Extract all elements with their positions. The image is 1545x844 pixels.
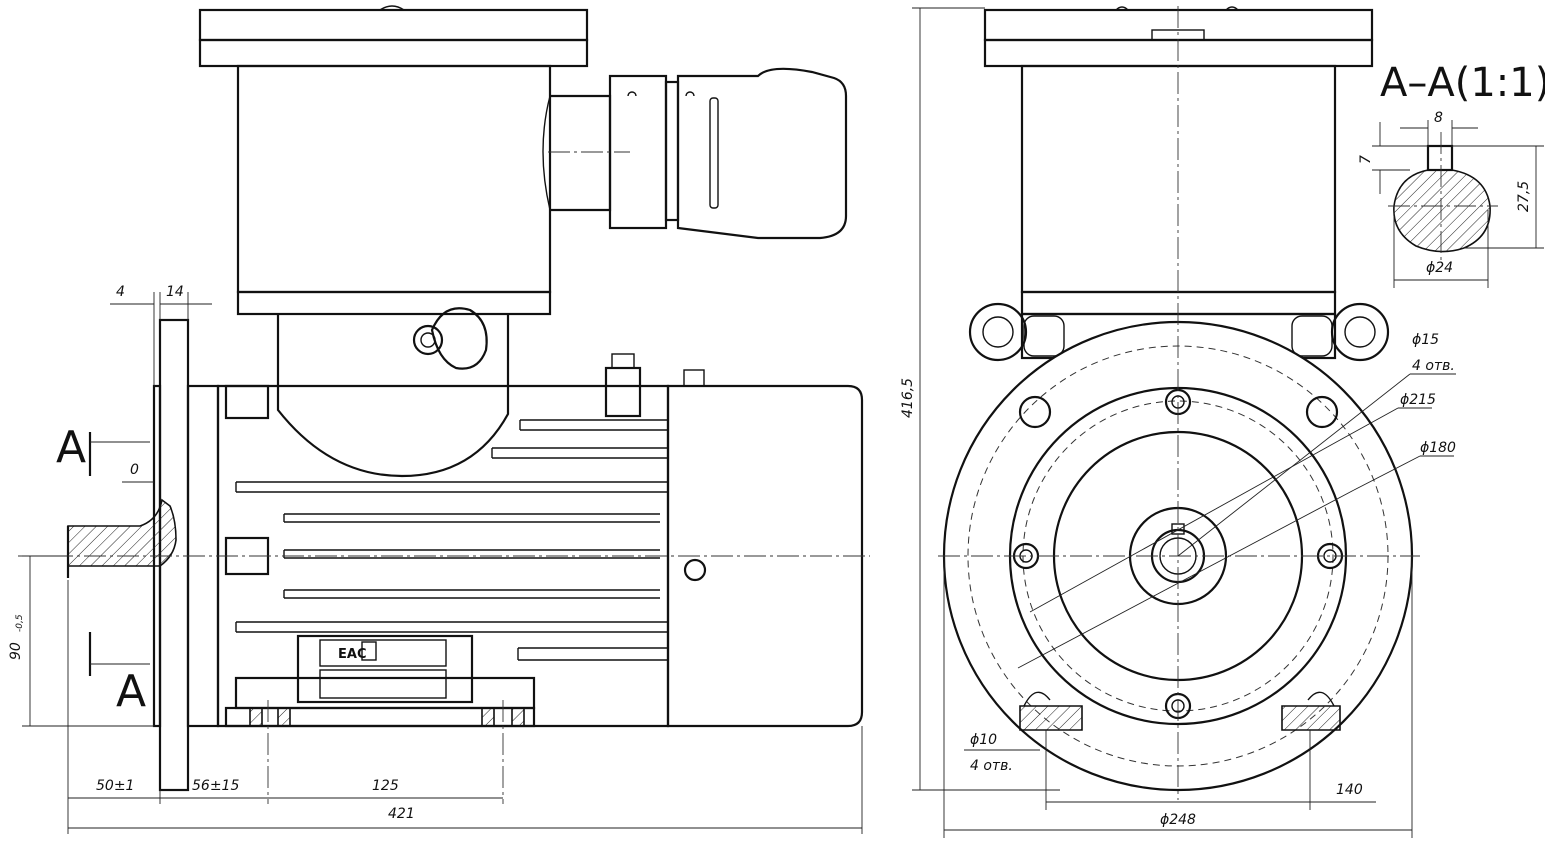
terminal-box-lid: [198, 8, 589, 42]
front-terminal-body: [1020, 64, 1337, 294]
dim-125: 125: [372, 778, 399, 794]
foot-hole-4: [511, 707, 525, 727]
terminal-box-body: [236, 64, 552, 294]
shield-boss-top: [224, 384, 270, 420]
lifting-eye-right-hole: [1344, 316, 1376, 348]
lifting-eye-right: [1330, 302, 1390, 362]
section-a-a: A–A(1:1) 8 7 27,5 ϕ24: [1358, 60, 1545, 288]
side-dimensions: 4 14 0 90 -0,5 50±1 56±15 125 421: [8, 284, 863, 834]
dim-248: ϕ248: [1160, 812, 1196, 828]
eye-bolt: [430, 307, 488, 370]
dim-416-5: 416,5: [900, 378, 916, 418]
section-letter-top: A: [56, 422, 86, 473]
eye-bolt-head: [412, 324, 444, 356]
dim-4: 4: [116, 284, 125, 300]
lid-screw: [379, 5, 405, 11]
flange-hole-tr: [1305, 395, 1339, 429]
section-letter-bottom: A: [116, 666, 146, 717]
foot-hole-2: [277, 707, 291, 727]
shaft-cross-section: [1393, 145, 1491, 253]
leader-180: [1017, 489, 1355, 669]
dim-24: ϕ24: [1426, 260, 1453, 276]
dim-15: ϕ15: [1412, 332, 1439, 348]
eye-bolt-hole: [420, 332, 436, 348]
dim-421: 421: [388, 806, 415, 822]
fan-cover-bolt: [683, 558, 707, 582]
foot-right-section: [1281, 705, 1341, 731]
gland-curve: [542, 95, 551, 211]
dim-10: ϕ10: [970, 732, 997, 748]
vent-bolt-head: [611, 353, 635, 369]
leader-215: [1029, 439, 1341, 613]
front-neck-boss-left: [1023, 315, 1065, 357]
dim-10-note: 4 отв.: [970, 758, 1013, 774]
leader-15: [1177, 373, 1411, 557]
ground-bolt: [683, 369, 705, 387]
gland-neck: [550, 94, 612, 212]
gland-pin-1: [627, 91, 637, 97]
lifting-eye-left-hole: [982, 316, 1014, 348]
dim-50: 50±1: [96, 778, 134, 794]
nameplate-bottom: [319, 669, 447, 699]
dim-0: 0: [130, 462, 139, 478]
foot-right-hole: [1307, 691, 1335, 707]
nameplate-symbol: [361, 641, 377, 661]
foot-left-hole: [1023, 691, 1051, 707]
cooling-fins: [235, 419, 668, 661]
fan-cover: [666, 384, 864, 728]
shaft-section: [67, 498, 177, 567]
nameplate: [296, 634, 474, 704]
foot-base: [224, 706, 536, 728]
front-terminal-lid-base: [983, 38, 1374, 68]
keyway: [1426, 144, 1454, 172]
lifting-eye-left: [968, 302, 1028, 362]
foot-plate: [234, 676, 536, 710]
dim-7: 7: [1358, 155, 1374, 164]
front-lid-screws: [1115, 6, 1239, 11]
gland-cap: [676, 67, 848, 240]
gland-ring: [664, 80, 680, 222]
dim-140: 140: [1336, 782, 1363, 798]
terminal-neck: [276, 314, 510, 478]
gland-pin-2: [685, 91, 695, 97]
nameplate-top: [319, 639, 447, 667]
foot-hole-1: [249, 707, 263, 727]
front-terminal-lid: [983, 8, 1374, 42]
foot-hole-3: [481, 707, 495, 727]
foot-left-section: [1019, 705, 1083, 731]
section-title: A–A(1:1): [1380, 60, 1545, 106]
dim-215: ϕ215: [1400, 392, 1436, 408]
dim-56: 56±15: [192, 778, 239, 794]
leader-180-tail: [1353, 455, 1421, 491]
terminal-box-flange: [236, 290, 552, 316]
dim-27-5: 27,5: [1516, 181, 1532, 212]
dim-8: 8: [1434, 110, 1443, 126]
dim-90-tolerance: -0,5: [15, 614, 25, 632]
leader-215-tail: [1339, 407, 1399, 441]
front-terminal-flange: [1020, 290, 1337, 316]
front-dimensions: 416,5 140 ϕ248 ϕ15 4 отв. ϕ215 ϕ180 ϕ10 …: [900, 7, 1456, 838]
dim-90: 90: [8, 642, 24, 660]
terminal-box-lid-base: [198, 38, 589, 68]
side-view: EAC A A 4 14 0: [8, 5, 870, 834]
gland-slot: [709, 97, 719, 209]
nameplate-mark: EAC: [338, 647, 366, 662]
flange-hole-tl: [1018, 395, 1052, 429]
front-neck-boss-right: [1291, 315, 1333, 357]
dim-15-note: 4 отв.: [1412, 358, 1455, 374]
vent-bolt: [604, 366, 642, 418]
front-view: 416,5 140 ϕ248 ϕ15 4 отв. ϕ215 ϕ180 ϕ10 …: [900, 6, 1456, 838]
dim-14: 14: [166, 284, 184, 300]
dim-180: ϕ180: [1420, 440, 1456, 456]
